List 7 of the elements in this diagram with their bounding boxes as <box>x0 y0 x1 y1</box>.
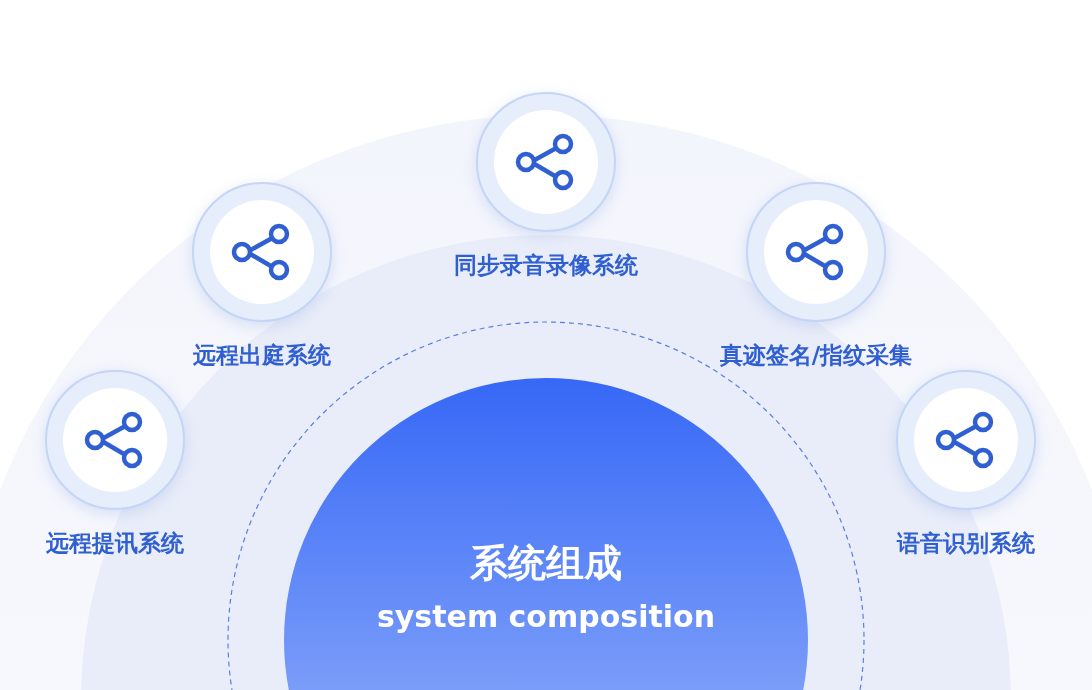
node-label: 远程出庭系统 <box>193 341 331 370</box>
node-label: 真迹签名/指纹采集 <box>719 341 913 370</box>
node-label: 语音识别系统 <box>897 529 1035 558</box>
node-label: 远程提讯系统 <box>46 529 184 558</box>
node-label: 同步录音录像系统 <box>454 251 638 280</box>
center-title: 系统组成 <box>470 540 622 587</box>
center-subtitle: system composition <box>376 599 716 634</box>
